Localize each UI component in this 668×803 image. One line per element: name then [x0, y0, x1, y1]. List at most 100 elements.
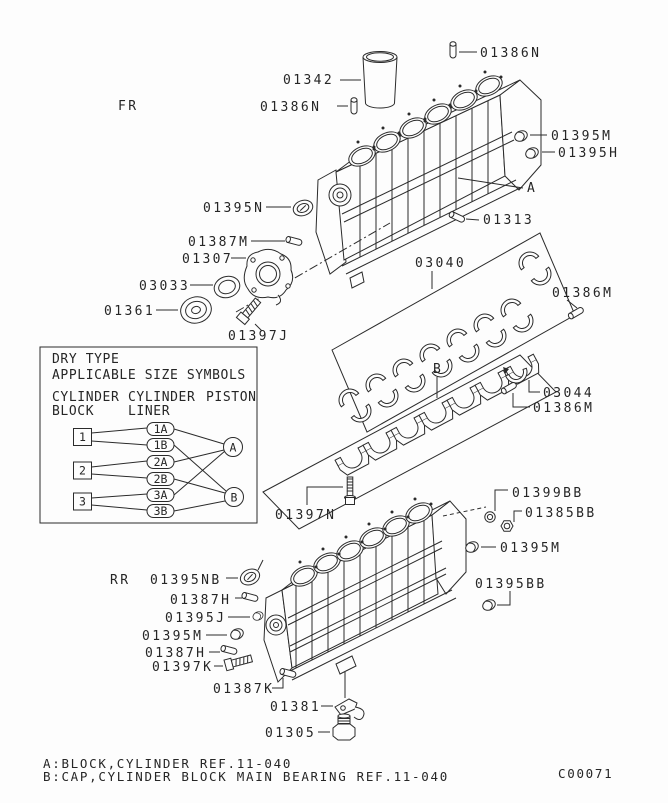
size-table-links [91, 427, 227, 512]
label-ref-a: A [527, 181, 537, 196]
plug-01305-icon [332, 713, 356, 741]
liner-node-1a-label: 1A [154, 422, 168, 436]
label-01397j: 01397J [228, 329, 289, 344]
label-01342: 01342 [283, 73, 334, 88]
nut-01385bb-icon [500, 520, 514, 532]
washer-01399bb-icon [484, 511, 496, 523]
label-01399bb: 01399BB [512, 486, 584, 501]
size-table-title-2: APPLICABLE SIZE SYMBOLS [52, 368, 246, 383]
label-01381: 01381 [270, 700, 321, 715]
label-03033: 03033 [139, 279, 190, 294]
label-ref-b: B [433, 362, 443, 377]
piston-node-b [224, 487, 244, 507]
leader-lines [156, 51, 578, 733]
cylinder-block-a-drawing [315, 75, 542, 289]
liner-node-1a [146, 422, 175, 436]
block-node-1 [73, 428, 92, 446]
pin-01387h-lower-icon [219, 644, 239, 656]
label-03040: 03040 [415, 256, 466, 271]
footer-ref-b: B:CAP,CYLINDER BLOCK MAIN BEARING REF.11… [43, 769, 449, 784]
label-01385bb: 01385BB [525, 506, 597, 521]
plug-01395n-icon [290, 197, 316, 219]
liner-node-2b [146, 472, 175, 486]
plug-01395j-icon [251, 609, 265, 623]
liner-node-1b [146, 438, 175, 452]
label-01387m: 01387M [188, 235, 249, 250]
size-symbol-table: DRY TYPE APPLICABLE SIZE SYMBOLS CYLINDE… [39, 346, 258, 524]
label-01386m-lower: 01386M [533, 401, 594, 416]
assembly-arrow [503, 367, 509, 374]
bolt-01397j-icon [235, 296, 263, 325]
piston-node-b-label: B [231, 491, 238, 505]
label-01386n-top: 01386N [480, 46, 541, 61]
size-table-col1-header-2: BLOCK [52, 404, 94, 419]
plug-01395bb-icon [480, 597, 498, 613]
label-01395j: 01395J [165, 611, 226, 626]
footer-ref-a: A:BLOCK,CYLINDER REF.11-040 [43, 756, 292, 771]
size-table-col3-header-1: PISTON [206, 390, 257, 405]
pin-01387m-icon [284, 235, 304, 247]
bracket-01381-icon [334, 698, 365, 720]
liner-node-3b [146, 504, 175, 518]
liner-node-3a-label: 3A [154, 488, 168, 502]
seal-retainer-01307 [243, 248, 294, 306]
label-01395nb: 01395NB [150, 573, 222, 588]
liner-node-1b-label: 1B [154, 438, 168, 452]
piston-node-a-label: A [230, 441, 237, 455]
label-01395m-right: 01395M [500, 541, 561, 556]
label-01387k: 01387K [213, 682, 274, 697]
pin-01313-icon [447, 210, 467, 224]
ring-03033 [213, 275, 241, 299]
liner-node-2a-label: 2A [154, 455, 168, 469]
label-01313: 01313 [483, 213, 534, 228]
block-node-2-label: 2 [79, 464, 86, 478]
liner-node-2b-label: 2B [154, 472, 168, 486]
liner-node-3b-label: 3B [154, 504, 168, 518]
liner-node-2a [146, 455, 175, 469]
cylinder-bores-a [348, 75, 503, 167]
plug-01395m-left-icon [228, 626, 246, 642]
label-01386n-left: 01386N [260, 100, 321, 115]
plug-01395nb-tick [257, 559, 264, 571]
bearing-cap-band-b [262, 353, 557, 530]
block-node-3 [73, 492, 92, 511]
plug-axis-dashed-line [442, 506, 487, 517]
size-table-col2-header-1: CYLINDER [128, 390, 195, 405]
label-03044: 03044 [543, 386, 594, 401]
label-01387h-upper: 01387H [170, 593, 231, 608]
piston-node-a [223, 437, 243, 457]
bearing-01361 [180, 296, 212, 324]
label-01395n: 01395N [203, 201, 264, 216]
block-node-2 [73, 461, 92, 480]
block-node-3-label: 3 [79, 495, 86, 509]
label-01361: 01361 [104, 304, 155, 319]
orientation-rear-label: RR [110, 573, 130, 588]
pin-01386n-top-icon [449, 41, 457, 59]
label-01387h-lower: 01387H [145, 646, 206, 661]
pin-01387h-upper-icon [240, 591, 260, 603]
cylinder-block-rr-drawing [263, 500, 467, 683]
label-01395h: 01395H [558, 146, 619, 161]
size-table-title-1: DRY TYPE [52, 352, 119, 367]
liner-node-3a [146, 488, 175, 502]
size-table-col2-header-2: LINER [128, 404, 170, 419]
orientation-front-label: FR [118, 99, 138, 114]
bolt-01397k-icon [223, 652, 254, 672]
cylinder-bores-rr [290, 502, 433, 587]
label-01395m-left: 01395M [142, 629, 203, 644]
size-table-col1-header-1: CYLINDER [52, 390, 119, 405]
label-01307: 01307 [182, 252, 233, 267]
label-01305: 01305 [265, 726, 316, 741]
block-node-1-label: 1 [79, 430, 86, 444]
label-01395bb: 01395BB [475, 577, 547, 592]
deck-bolt-holes-a [356, 70, 503, 151]
cylinder-liner-drawing [362, 51, 398, 109]
label-01386m-right: 01386M [552, 286, 613, 301]
pin-01386n-left-icon [350, 97, 358, 115]
deck-bolt-holes-rr [298, 497, 433, 569]
label-01397k: 01397K [152, 660, 213, 675]
figure-code: C00071 [558, 766, 613, 781]
label-01397n: 01397N [275, 508, 336, 523]
